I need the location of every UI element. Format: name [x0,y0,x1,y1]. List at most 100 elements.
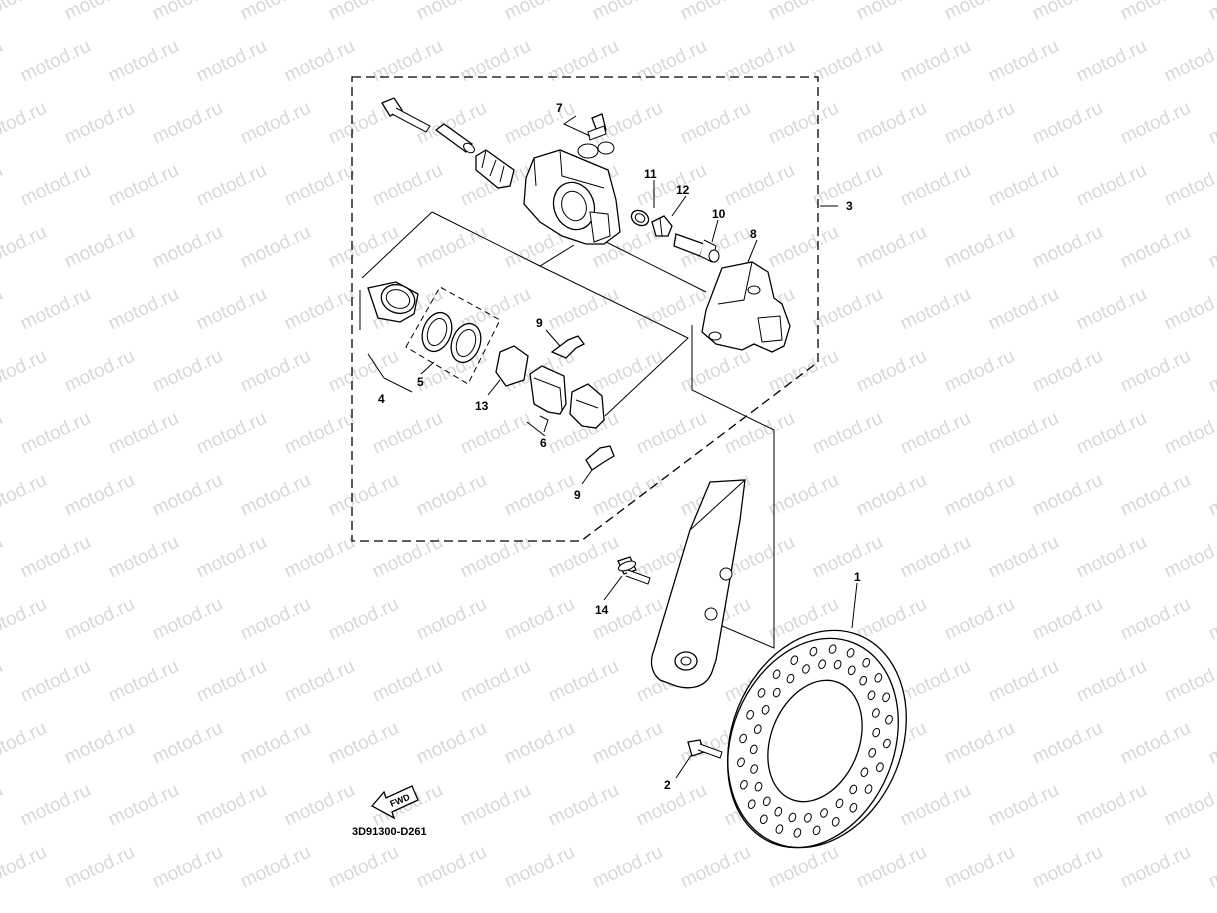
watermark-text: motod.ru [325,594,402,645]
watermark-text: motod.ru [237,346,314,397]
watermark-text: motod.ru [633,408,710,459]
watermark-text: motod.ru [281,656,358,707]
watermark-text: motod.ru [369,532,446,583]
watermark-text: motod.ru [853,470,930,521]
disc-hole [818,659,826,669]
watermark-text: motod.ru [105,780,182,831]
disc-hole [754,781,763,792]
pad-spring-upper [550,335,585,359]
disc-hole [739,733,747,744]
watermark-text: motod.ru [413,0,490,25]
watermark-text: motod.ru [237,98,314,149]
caliper-body [523,143,621,245]
watermark-text: motod.ru [237,470,314,521]
watermark-text: motod.ru [677,346,754,397]
seal-kit-border [405,286,501,385]
watermark-text: motod.ru [897,284,974,335]
pad-spring-lower [585,445,615,471]
watermark-text: motod.ru [589,346,666,397]
watermark-text: motod.ru [941,470,1018,521]
watermark-text: motod.ru [1029,470,1106,521]
watermark-text: motod.ru [853,346,930,397]
watermark-text: motod.ru [325,842,402,893]
watermark-text: motod.ru [985,408,1062,459]
watermark-text: motod.ru [0,346,50,397]
watermark-text: motod.ru [149,842,226,893]
piston [367,281,419,323]
watermark-text: motod.ru [17,408,94,459]
watermark-text: motod.ru [853,98,930,149]
disc-hole [772,669,781,679]
disc-hole [740,779,748,790]
watermark-text: motod.ru [17,656,94,707]
disc-hole [757,688,766,698]
disc-hole [864,784,873,794]
watermark-text: motod.ru [149,718,226,769]
watermark-text: motod.ru [897,36,974,87]
watermark-text: motod.ru [0,222,50,273]
leader-lines [367,115,858,779]
callout-8: 8 [750,227,757,241]
disc-hole [820,808,828,818]
watermark-text: motod.ru [941,842,1018,893]
watermark-text: motod.ru [1073,36,1150,87]
callout-6: 6 [540,436,547,450]
watermark-text: motod.ru [765,470,842,521]
watermark-text: motod.ru [1073,408,1150,459]
watermark-text: motod.ru [501,718,578,769]
watermark-text: motod.ru [1205,0,1217,25]
watermark-text: motod.ru [1161,408,1217,459]
disc-hole [876,762,884,772]
watermark-text: motod.ru [765,842,842,893]
watermark-text: motod.ru [1205,842,1217,893]
watermark-text: motod.ru [985,532,1062,583]
watermark-text: motod.ru [0,780,6,831]
watermark-text: motod.ru [1117,346,1194,397]
watermark-text: motod.ru [721,408,798,459]
disc-hole [809,646,818,657]
watermark-text: motod.ru [281,36,358,87]
watermark-text: motod.ru [1161,656,1217,707]
watermark-text: motod.ru [765,98,842,149]
watermark-text: motod.ru [545,284,622,335]
watermark-text: motod.ru [633,36,710,87]
watermark-text: motod.ru [897,160,974,211]
disc-hole [833,659,842,670]
watermark-text: motod.ru [545,780,622,831]
watermark-text: motod.ru [1029,222,1106,273]
watermark-text: motod.ru [0,470,50,521]
watermark-text: motod.ru [985,284,1062,335]
watermark-text: motod.ru [17,780,94,831]
watermark-text: motod.ru [325,470,402,521]
callout-14: 14 [595,603,609,617]
disc-hole [788,812,797,823]
disc-hole [860,767,869,777]
watermark-text: motod.ru [193,532,270,583]
disc-hole [883,738,891,749]
disc-hole [804,813,812,823]
slide-boot [651,215,673,237]
watermark-text: motod.ru [1029,98,1106,149]
disc-hole [737,757,745,768]
guide-lines [359,211,775,649]
watermark-text: motod.ru [589,718,666,769]
disc-bolt [687,739,723,759]
brake-pads [529,365,605,429]
disc-hole [828,644,837,654]
watermark-text: motod.ru [413,718,490,769]
disc-hole [761,705,770,715]
watermark-text: motod.ru [853,222,930,273]
disc-hole [759,814,768,825]
watermark-text: motod.ru [765,222,842,273]
watermark-text: motod.ru [941,0,1018,25]
disc-hole [882,692,890,703]
watermark-text: motod.ru [105,408,182,459]
watermark-text: motod.ru [105,284,182,335]
watermark-text: motod.ru [985,656,1062,707]
watermark-text: motod.ru [369,656,446,707]
disc-hole [802,664,810,674]
callout-9-upper: 9 [536,316,543,330]
watermark-text: motod.ru [369,160,446,211]
callout-5: 5 [417,375,424,389]
watermark-text: motod.ru [1117,0,1194,25]
